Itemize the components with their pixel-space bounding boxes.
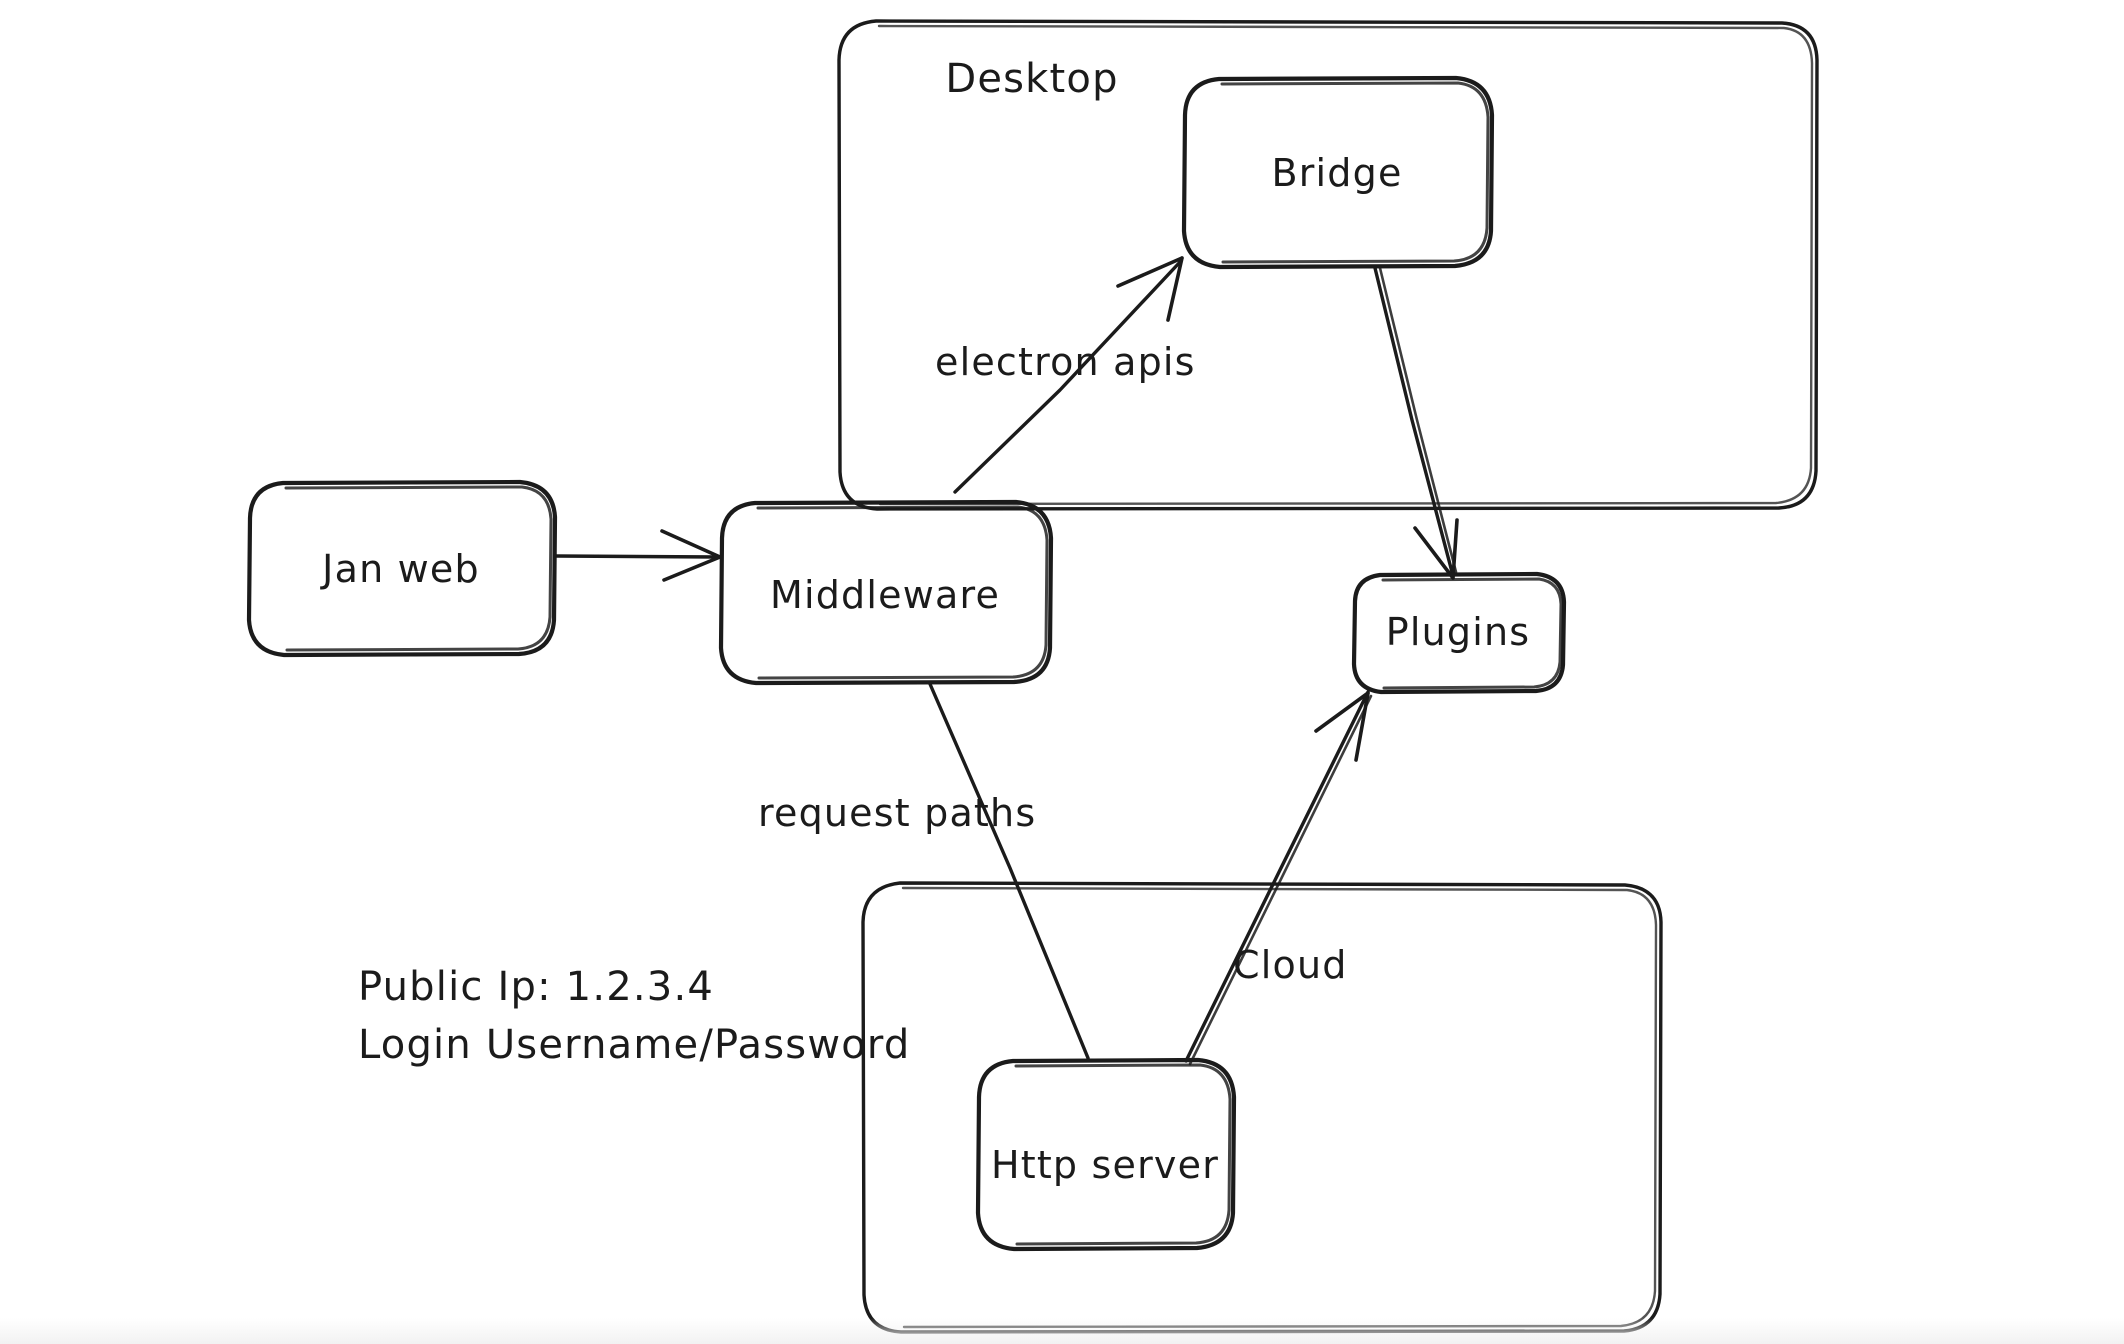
http-server-box-outline (975, 1057, 1237, 1252)
note-line-login: Login Username/Password (358, 1022, 910, 1068)
http-server-box-outline-sketch (1014, 1063, 1232, 1246)
note-line-public-ip: Public Ip: 1.2.3.4 (358, 964, 714, 1010)
edge-line-cloud-sketch (1188, 694, 1373, 1066)
group-desktop[interactable]: Desktop (837, 19, 1819, 511)
edge-label-electron-apis: electron apis (935, 340, 1196, 384)
middleware-box-outline (718, 499, 1054, 686)
bridge-box-outline (1181, 75, 1495, 270)
node-label-bridge: Bridge (1271, 151, 1402, 195)
edge-jan-web-to-middleware[interactable] (554, 529, 722, 582)
arrowhead-jan-web-to-middleware (660, 529, 722, 582)
desktop-group-outline-sketch (877, 24, 1814, 506)
arrowhead-bridge-to-plugins (1413, 518, 1459, 580)
edge-http-server-to-plugins[interactable]: Cloud (1184, 690, 1373, 1066)
edge-line-jan-web-middleware (554, 554, 720, 559)
node-plugins[interactable]: Plugins (1351, 571, 1567, 695)
jan-web-box-outline (246, 479, 558, 658)
edge-bridge-to-plugins[interactable] (1373, 266, 1459, 580)
edge-line-cloud (1184, 690, 1370, 1063)
plugins-box-outline-sketch (1381, 577, 1563, 690)
jan-web-box-outline-sketch (284, 485, 553, 652)
edge-line-request-paths (928, 682, 1090, 1060)
arrowhead-electron-apis-to-bridge (1116, 256, 1184, 322)
group-label-desktop: Desktop (945, 56, 1118, 102)
node-label-plugins: Plugins (1386, 610, 1531, 654)
edge-label-request-paths: request paths (758, 791, 1036, 835)
edge-middleware-to-http-server[interactable]: request paths (758, 682, 1090, 1060)
node-label-jan-web: Jan web (320, 547, 480, 591)
edge-line-bridge-plugins-sketch (1378, 266, 1458, 574)
node-middleware[interactable]: Middleware (718, 499, 1054, 686)
edge-middleware-to-bridge[interactable]: electron apis (935, 256, 1196, 494)
edge-label-cloud: Cloud (1233, 943, 1348, 987)
desktop-group-outline (837, 19, 1819, 511)
arrowhead-cloud-to-plugins (1314, 691, 1370, 762)
node-label-middleware: Middleware (770, 573, 1000, 617)
node-bridge[interactable]: Bridge (1181, 75, 1495, 270)
node-jan-web[interactable]: Jan web (246, 479, 558, 658)
plugins-box-outline (1351, 571, 1567, 695)
middleware-box-outline-sketch (756, 505, 1049, 680)
note-public-ip: Public Ip: 1.2.3.4 Login Username/Passwo… (358, 964, 910, 1068)
edge-line-electron-apis (953, 260, 1182, 494)
node-http-server[interactable]: Http server (975, 1057, 1237, 1252)
bridge-box-outline-sketch (1220, 81, 1490, 264)
edge-line-bridge-plugins (1373, 266, 1454, 574)
node-label-http-server: Http server (991, 1143, 1219, 1187)
